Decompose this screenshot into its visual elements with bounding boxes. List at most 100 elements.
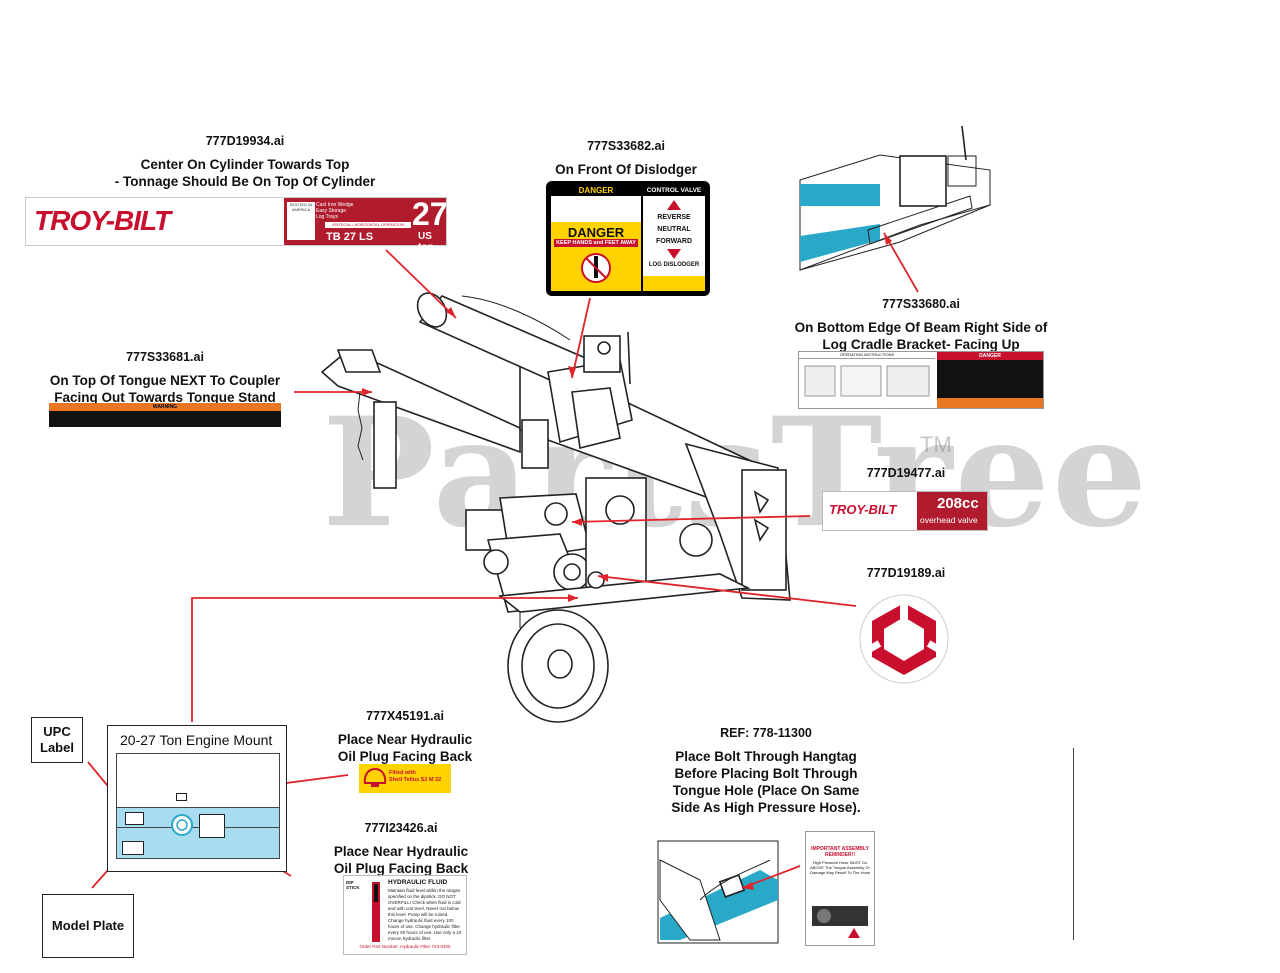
operating-footer-strip (937, 398, 1043, 408)
valve-neutral: NEUTRAL (657, 226, 691, 233)
valve-type: overhead valve (920, 515, 978, 525)
decal-red-panel: ROOTED IN AMERICA Cast Iron Wedge Easy S… (284, 196, 448, 253)
warning-header: WARNING (49, 403, 281, 411)
decal-hydraulic-fluid: DIP STICK HYDRAULIC FLUID Maintain fluid… (343, 875, 467, 955)
caption-777i23426: 777I23426.ai Place Near Hydraulic Oil Pl… (316, 820, 486, 877)
frame-and-wheel (497, 571, 751, 723)
part-code: 777S33681.ai (126, 350, 204, 364)
upc-label-box: UPC Label (31, 717, 83, 763)
dipstick-label: DIP STICK (346, 880, 360, 890)
keep-away-text: KEEP HANDS and FEET AWAY (554, 239, 638, 247)
caption-line: - Tonnage Should Be On Top Of Cylinder (114, 174, 376, 189)
upc-label-spot (125, 812, 144, 825)
wedge-assembly (521, 331, 633, 469)
part-code: 777S33680.ai (882, 297, 960, 311)
part-code: 777D19934.ai (205, 134, 285, 148)
mount-blue-band (117, 807, 279, 858)
danger-header: DANGER (551, 186, 641, 196)
decal-danger-control-valve: DANGER DANGER KEEP HANDS and FEET AWAY C… (546, 181, 710, 296)
caption-777d19477: 777D19477.ai (846, 465, 966, 488)
caption-line: Side As High Pressure Hose). (671, 800, 861, 815)
caption-777s33681: 777S33681.ai On Top Of Tongue NEXT To Co… (30, 349, 300, 406)
mount-small-square (176, 793, 187, 801)
caption-line: On Bottom Edge Of Beam Right Side of (794, 320, 1048, 335)
dipstick-icon (372, 882, 380, 942)
lubricate-strip (643, 276, 705, 291)
operation-mode: VERTICAL / HORIZONTAL OPERATION (325, 222, 411, 228)
decal-troybilt-208cc: TROY-BILT 208cc overhead valve (822, 491, 988, 531)
hand-hazard-icon (581, 253, 611, 283)
engine-mount-diagram: 20-27 Ton Engine Mount (107, 725, 287, 872)
hydraulic-title: HYDRAULIC FLUID (388, 879, 448, 886)
caption-line: Place Near Hydraulic (333, 844, 469, 859)
decal-assembly-hangtag: IMPORTANT ASSEMBLY REMINDER!! High Press… (805, 831, 875, 946)
caption-line: Tongue Hole (Place On Same (672, 783, 860, 798)
oil-plug-circle-icon (171, 814, 193, 836)
part-code: 777X45191.ai (366, 709, 444, 723)
caption-line: Facing Out Towards Tongue Stand (54, 390, 276, 405)
control-valve-header: CONTROL VALVE (643, 186, 705, 196)
spec-item: Log Trays (316, 214, 338, 220)
control-valve-panel: CONTROL VALVE REVERSE NEUTRAL FORWARD LO… (643, 186, 705, 291)
decal-shell-oil: Filled with Shell Tellus S2 M 32 (359, 764, 451, 793)
danger-panel: DANGER DANGER KEEP HANDS and FEET AWAY (551, 186, 641, 291)
caption-line: Center On Cylinder Towards Top (140, 157, 350, 172)
log-dislodger-label: LOG DISLODGER (648, 262, 700, 268)
caption-ref-778-11300: REF: 778-11300 Place Bolt Through Hangta… (656, 725, 876, 816)
caption-777d19934: 777D19934.ai Center On Cylinder Towards … (100, 133, 390, 190)
hydraulic-body: Maintain fluid level within the ranges s… (388, 888, 462, 941)
caption-line: On Front Of Dislodger (555, 162, 697, 177)
danger-word: DANGER (567, 225, 625, 240)
part-code: 777D19477.ai (866, 466, 946, 480)
caption-line: Oil Plug Facing Back (333, 861, 469, 876)
model-plate-box: Model Plate (42, 894, 134, 958)
beam-detail-drawing (799, 125, 991, 271)
part-code: 777D19189.ai (866, 566, 946, 580)
caption-line: Place Bolt Through Hangtag (675, 749, 857, 764)
rooted-in-america-badge: ROOTED IN AMERICA (287, 202, 315, 240)
troybilt-logo: TROY-BILT (829, 502, 897, 517)
caption-777d19189: 777D19189.ai (846, 565, 966, 588)
caption-777s33680: 777S33680.ai On Bottom Edge Of Beam Righ… (776, 296, 1066, 353)
part-code: REF: 778-11300 (720, 726, 812, 740)
caption-line: Log Cradle Bracket- Facing Up (822, 337, 1020, 352)
operating-illustrations (804, 365, 930, 397)
decal-troybilt-27-ton: TROY-BILT ROOTED IN AMERICA Cast Iron We… (25, 196, 448, 253)
hangtag-illustration (812, 906, 868, 938)
hangtag-body: High Pressure Hose MUST Go ABOVE The Ton… (810, 860, 870, 875)
mount-square-target (199, 814, 225, 838)
tonnage-unit: US ton (418, 231, 434, 253)
engine-mount-plate (116, 753, 280, 859)
danger-warning-area: DANGER KEEP HANDS and FEET AWAY (551, 222, 641, 291)
spec-item: Easy Storage (316, 208, 347, 214)
arrow-up-icon (667, 200, 681, 210)
decal-red-panel: 208cc overhead valve (917, 492, 987, 530)
band-divider (117, 827, 279, 828)
hydraulic-order: Order Part Number: Hydraulic Filter 723-… (359, 944, 451, 949)
caption-line: Before Placing Bolt Through (674, 766, 858, 781)
caption-777x45191: 777X45191.ai Place Near Hydraulic Oil Pl… (320, 708, 490, 765)
part-code: 777S33682.ai (587, 139, 665, 153)
operating-danger-panel: DANGER (937, 352, 1043, 408)
valve-reverse: REVERSE (657, 214, 691, 221)
trademark-symbol: TM (920, 432, 952, 457)
part-code: 777I23426.ai (364, 821, 438, 835)
valve-forward: FORWARD (655, 238, 693, 245)
decal-warning-strip: WARNING (49, 403, 281, 427)
caption-line: On Top Of Tongue NEXT To Coupler (49, 373, 281, 388)
shell-line: Filled with (389, 770, 416, 776)
engine-displacement: 208cc (937, 495, 979, 512)
model-number: TB 27 LS (326, 231, 374, 243)
operating-header: OPERATING INSTRUCTIONS (799, 352, 935, 359)
decal-spec-list: Cast Iron Wedge Easy Storage Log Trays (316, 202, 353, 220)
troybilt-logo: TROY-BILT (34, 205, 171, 236)
tonnage: 27 (412, 196, 448, 232)
caption-line: Oil Plug Facing Back (337, 749, 473, 764)
caption-777s33682: 777S33682.ai On Front Of Dislodger (526, 138, 726, 178)
decal-round-hex-logo (859, 594, 949, 684)
caption-line: Place Near Hydraulic (337, 732, 473, 747)
decal-operating-instructions: OPERATING INSTRUCTIONS DANGER (798, 351, 1044, 409)
arrow-down-icon (667, 249, 681, 259)
hangtag-title: IMPORTANT ASSEMBLY REMINDER!! (811, 846, 869, 858)
